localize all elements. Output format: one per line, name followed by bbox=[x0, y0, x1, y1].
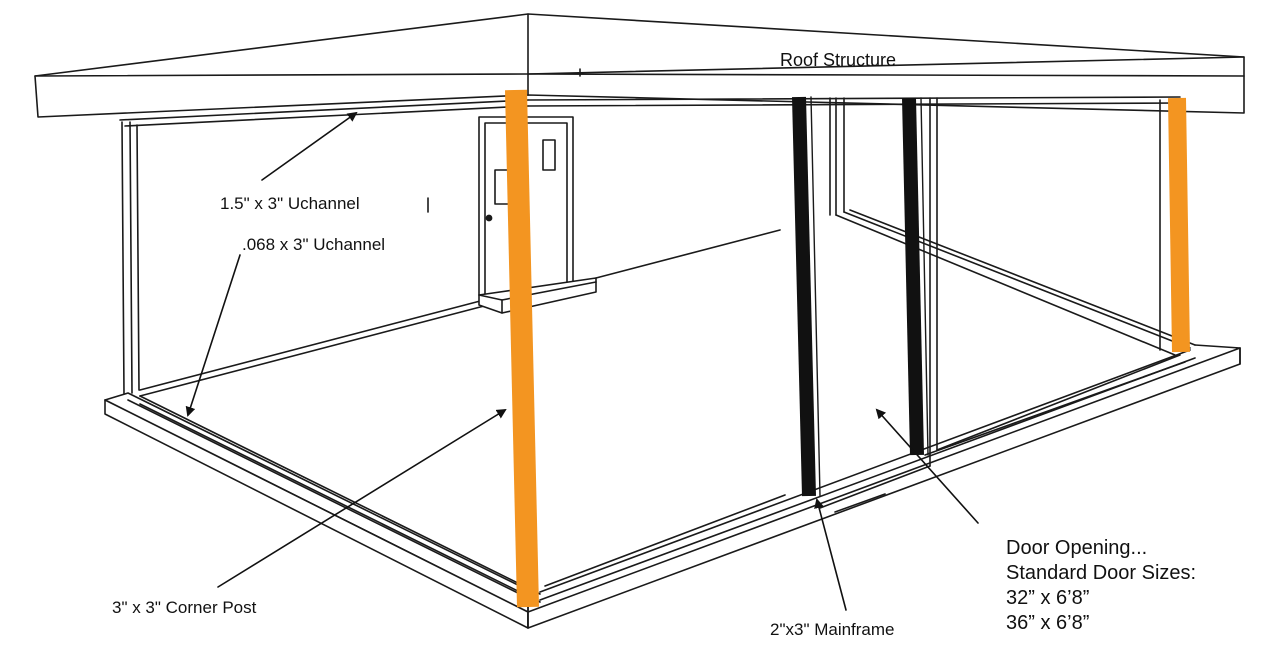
uchannel-bottom-label: .068 x 3" Uchannel bbox=[242, 235, 386, 254]
door-sizes-heading: Standard Door Sizes: bbox=[1006, 562, 1197, 584]
corner-posts bbox=[505, 89, 1190, 608]
mainframe-posts bbox=[792, 96, 929, 497]
door-opening-label: Door Opening... Standard Door Sizes: 32”… bbox=[1006, 536, 1196, 636]
corner-post-front bbox=[505, 89, 539, 608]
arrow-icon bbox=[185, 254, 241, 417]
corner-post-right bbox=[1168, 97, 1190, 353]
roof-structure-label: Roof Structure bbox=[780, 50, 897, 70]
roof-slab bbox=[34, 13, 1245, 127]
door-size-36: 36” x 6’8” bbox=[1006, 612, 1090, 634]
arrow-icon bbox=[875, 408, 979, 524]
mainframe-label: 2"x3" Mainframe bbox=[770, 620, 895, 639]
arrow-icon bbox=[814, 498, 847, 611]
annotation-arrows bbox=[185, 111, 979, 611]
door-opening-title: Door Opening... bbox=[1006, 537, 1148, 559]
mainframe-post-left bbox=[792, 96, 816, 497]
arrow-icon bbox=[217, 408, 507, 588]
corner-post-label: 3" x 3" Corner Post bbox=[112, 598, 257, 617]
mainframe-post-right bbox=[902, 97, 924, 456]
base-frame bbox=[104, 344, 1241, 629]
door-size-32: 32” x 6’8” bbox=[1006, 587, 1090, 609]
left-wall bbox=[121, 121, 781, 397]
uchannel-top-label: 1.5" x 3" Uchannel bbox=[220, 194, 360, 213]
arrow-icon bbox=[261, 111, 358, 181]
